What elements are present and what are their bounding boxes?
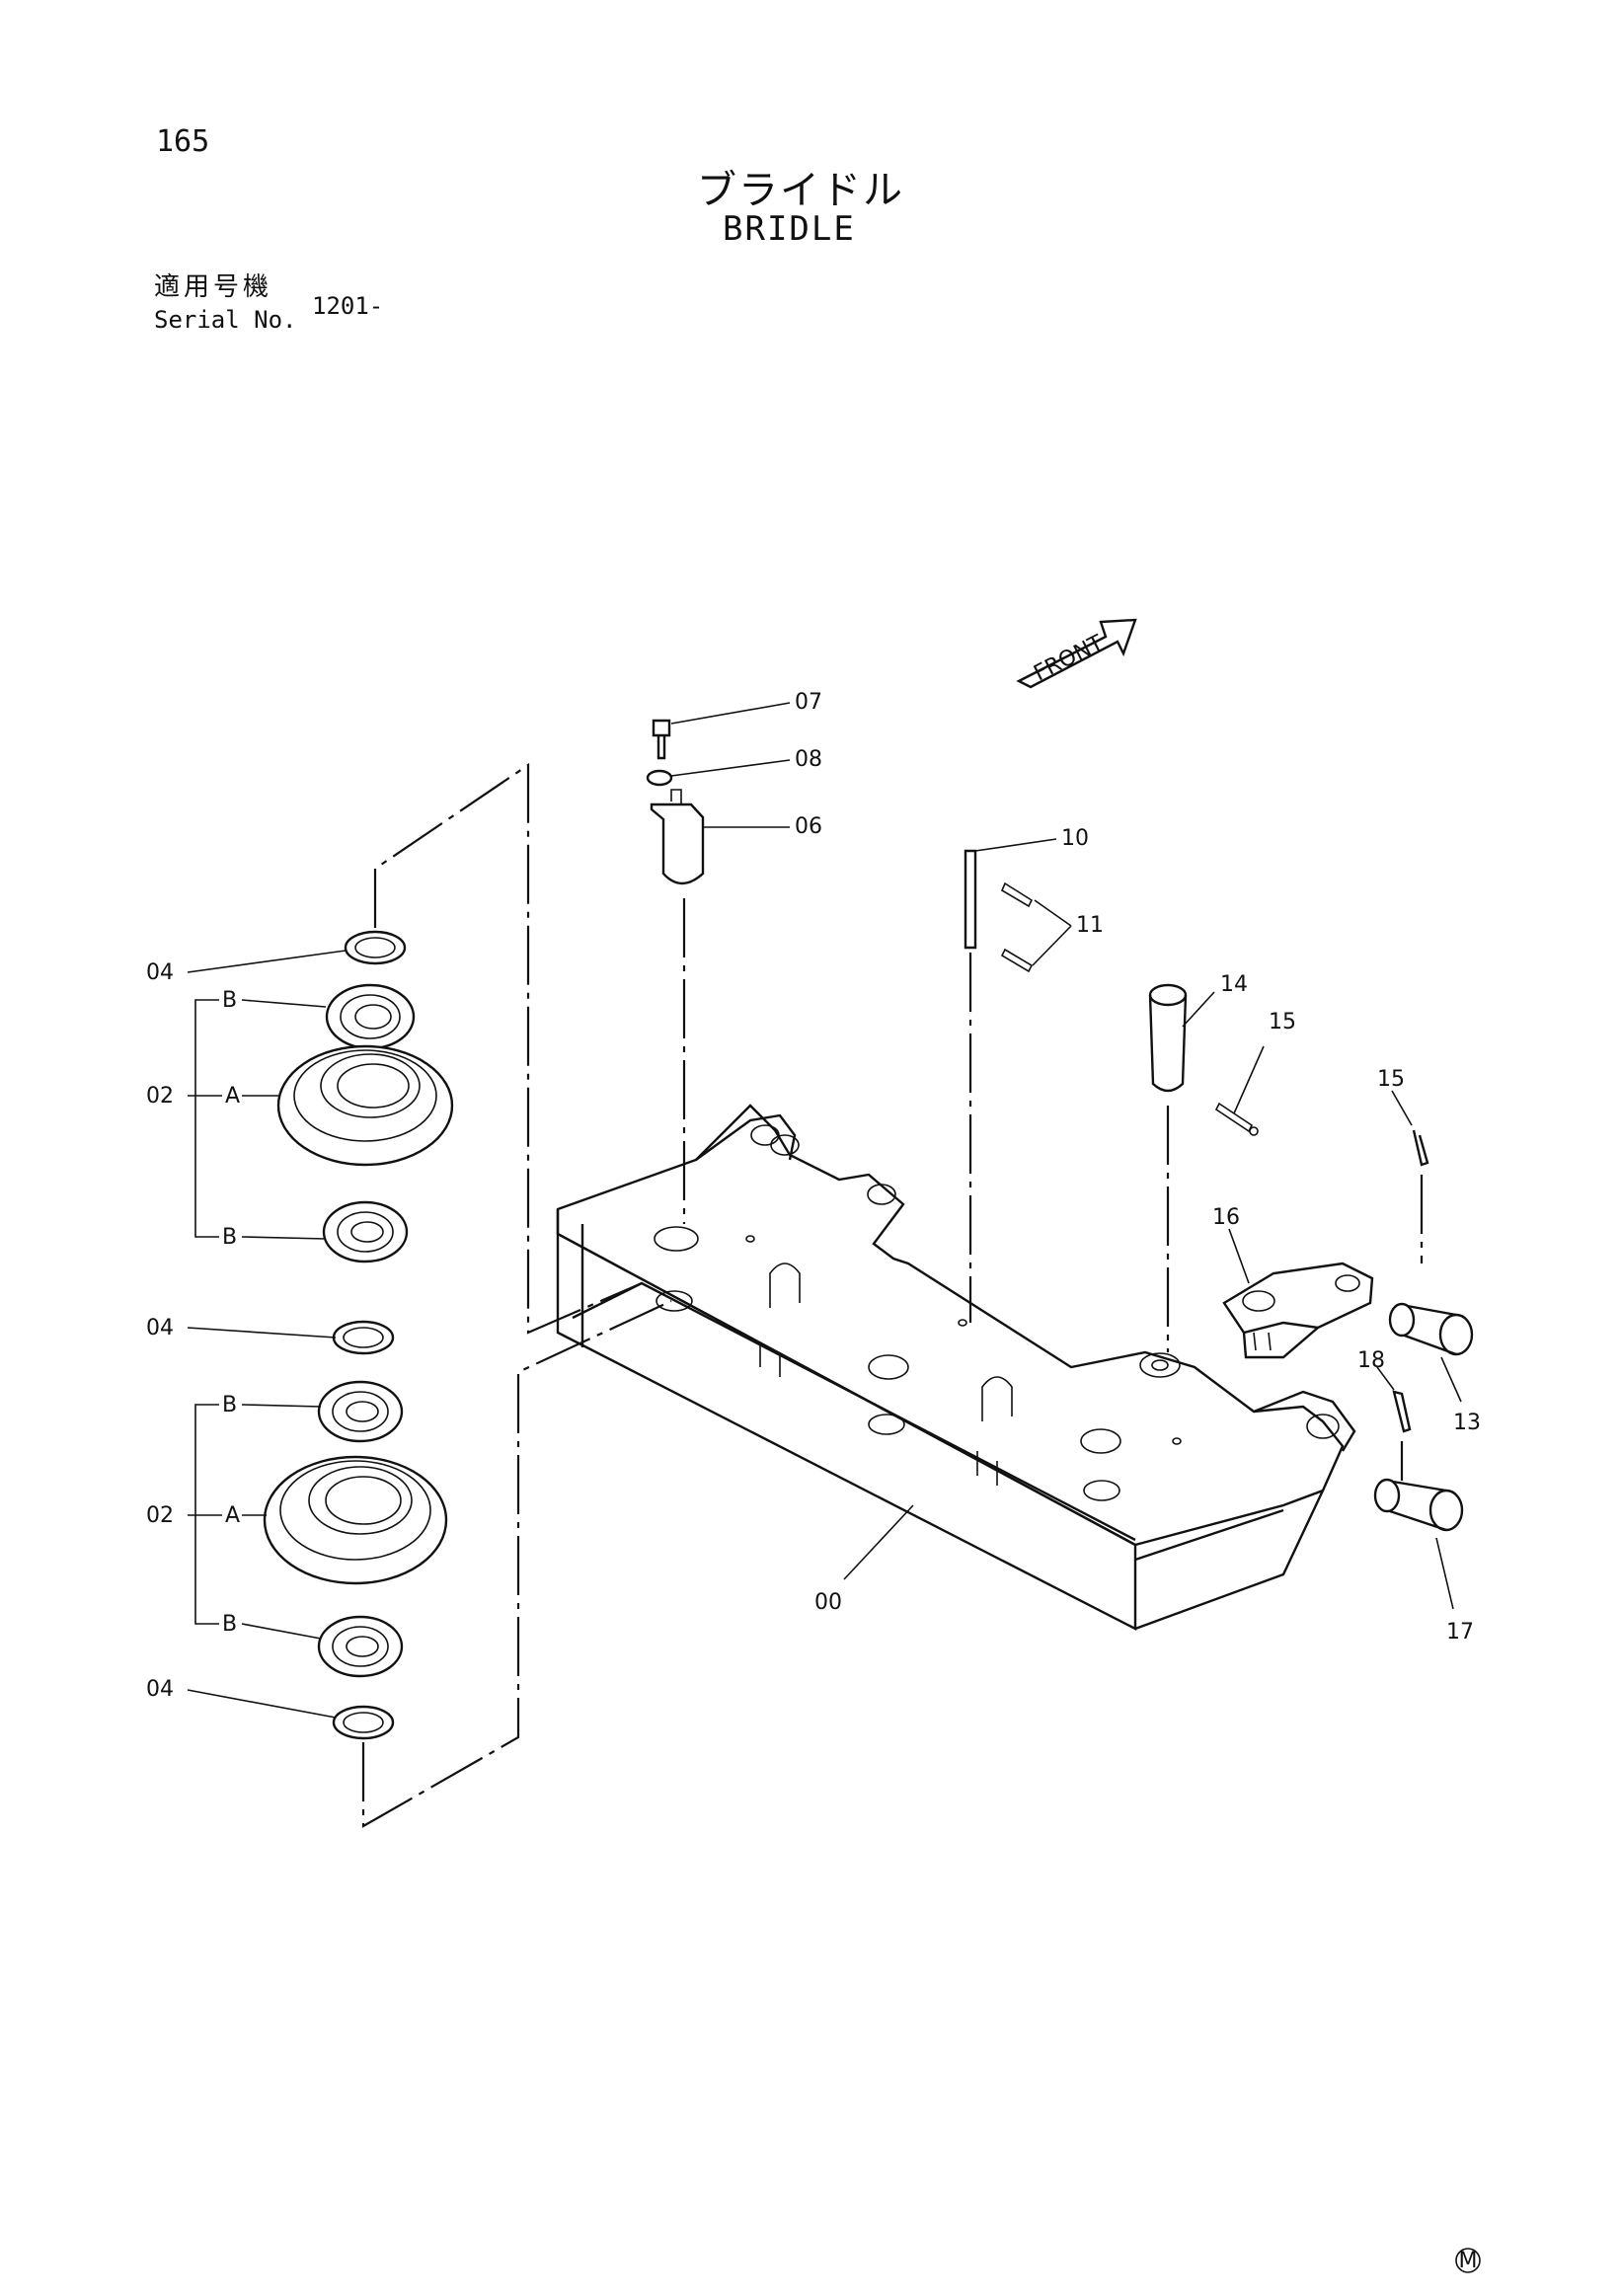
bridle-frame — [556, 1104, 1356, 1631]
m-mark: M — [1455, 2248, 1481, 2273]
callout-11: 11 — [1076, 913, 1104, 938]
callout-a-1: A — [225, 1084, 240, 1109]
callout-labels: 07 08 06 10 11 14 15 15 16 13 18 17 04 B… — [146, 690, 1481, 1702]
callout-a-2: A — [225, 1503, 240, 1528]
callout-02-a: 02 — [146, 1084, 174, 1109]
front-arrow: FRONT — [1016, 618, 1137, 689]
pin-assembly-06 — [646, 719, 705, 885]
clevis-16 — [1222, 1262, 1374, 1359]
callout-00: 00 — [814, 1590, 842, 1615]
serial-label-english: Serial No. — [154, 306, 297, 334]
callout-04-b: 04 — [146, 1316, 174, 1340]
callout-02-b: 02 — [146, 1503, 174, 1528]
pin-10 — [964, 849, 1034, 973]
page-number: 165 — [156, 124, 210, 159]
front-label: FRONT — [1030, 631, 1108, 687]
callout-14: 14 — [1220, 972, 1248, 997]
sheave-assembly-upper — [276, 930, 454, 1355]
callout-15-b: 15 — [1377, 1067, 1405, 1092]
callout-04-c: 04 — [146, 1677, 174, 1702]
serial-label-japanese: 適用号機 — [154, 272, 273, 302]
callout-07: 07 — [795, 690, 822, 715]
pin-13 — [1388, 1302, 1474, 1356]
callout-13: 13 — [1453, 1411, 1481, 1435]
pin-17 — [1373, 1478, 1464, 1532]
callout-b-2: B — [222, 1225, 237, 1250]
callout-b-3: B — [222, 1393, 237, 1417]
serial-value: 1201- — [312, 292, 384, 320]
callout-16: 16 — [1212, 1205, 1240, 1230]
callout-10: 10 — [1061, 826, 1089, 851]
callout-18: 18 — [1357, 1348, 1385, 1373]
callout-08: 08 — [795, 747, 822, 772]
leader-lines — [187, 702, 1462, 1719]
callout-06: 06 — [795, 814, 822, 839]
clip-18 — [1392, 1390, 1412, 1433]
callout-17: 17 — [1446, 1620, 1474, 1645]
callout-b-1: B — [222, 988, 237, 1013]
title-japanese: ブライドル — [697, 168, 904, 213]
title-english: BRIDLE — [723, 209, 856, 249]
callout-04-a: 04 — [146, 960, 174, 985]
sheave-assembly-lower — [263, 1380, 448, 1740]
callout-15-a: 15 — [1269, 1010, 1296, 1034]
cotter-pin-15 — [1412, 1129, 1429, 1167]
m-mark-letter: M — [1459, 2249, 1478, 2273]
callout-b-4: B — [222, 1612, 237, 1637]
pin-14 — [1148, 983, 1259, 1136]
